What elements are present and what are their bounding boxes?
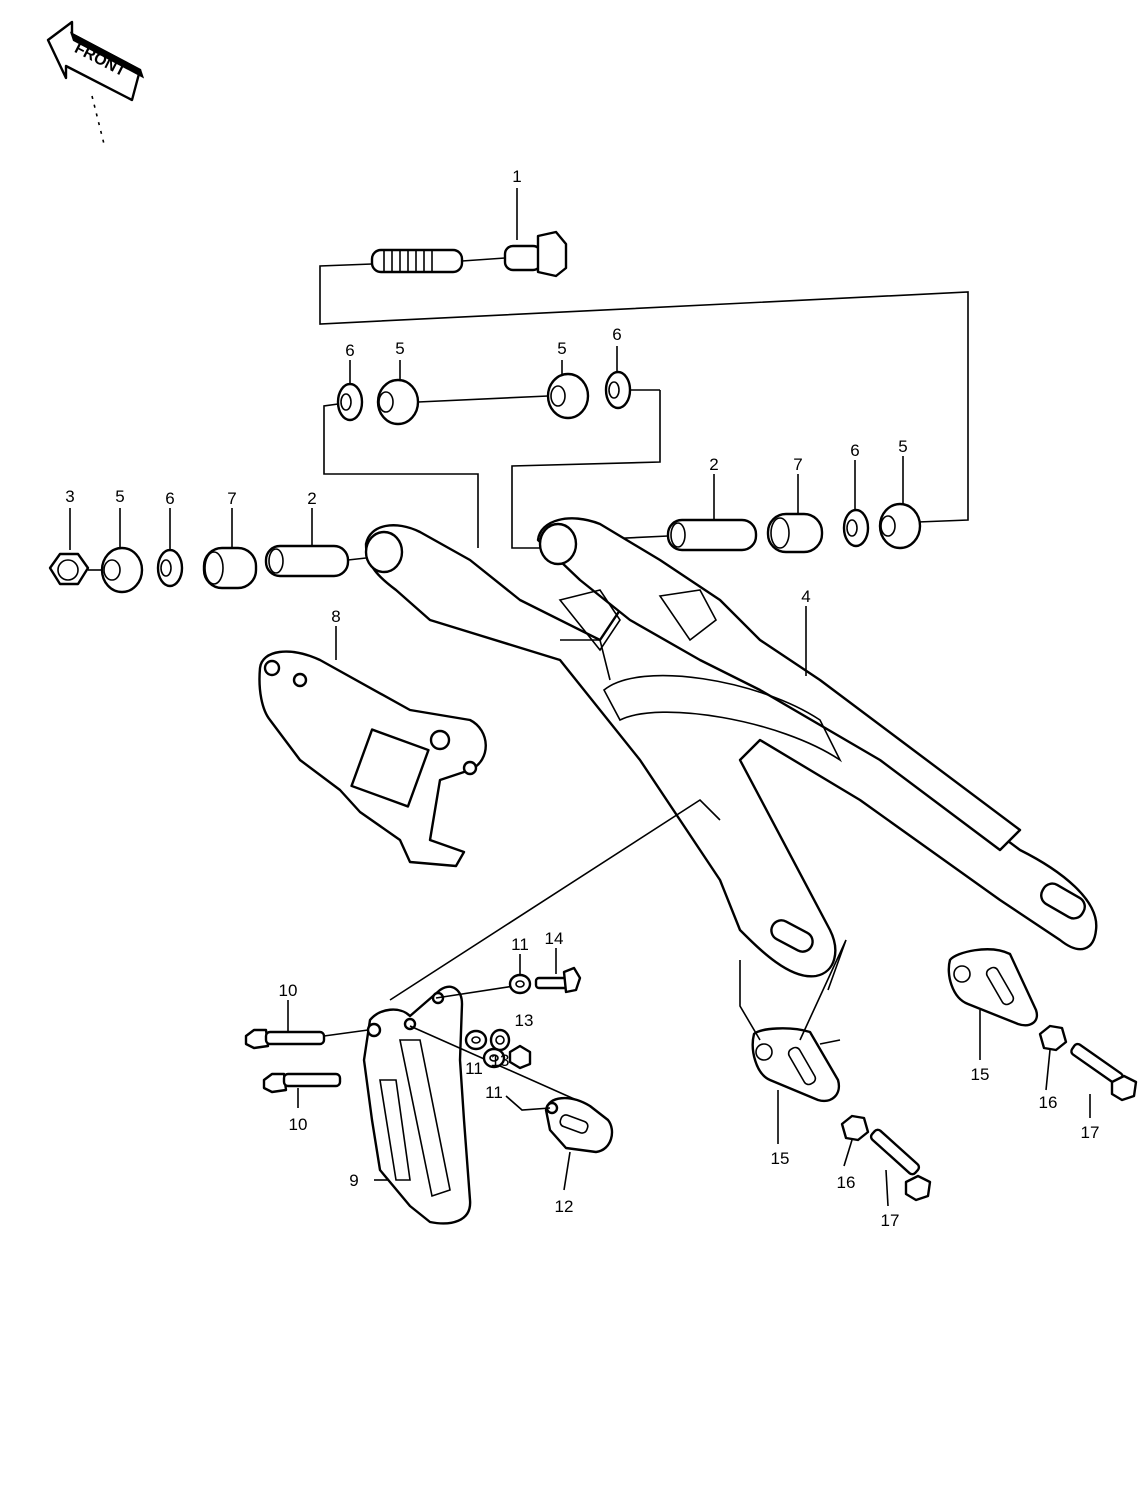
callout-10: 10: [279, 981, 298, 1000]
callout-5: 5: [395, 339, 404, 358]
adjuster-bolt-left-part: [869, 1128, 932, 1202]
bolt-lower-part: [262, 1072, 342, 1094]
adjuster-nut-right-part: [1038, 1024, 1068, 1052]
callout-9: 9: [349, 1171, 358, 1190]
callout-1: 1: [512, 167, 521, 186]
upper-bushing-set: [323, 370, 661, 549]
callout-3: 3: [65, 487, 74, 506]
callout-11: 11: [511, 935, 529, 954]
callout-2: 2: [709, 455, 718, 474]
chain-guide-part: [362, 985, 472, 1225]
pivot-shaft-part: [370, 230, 568, 278]
chain-adjuster-right-part: [947, 948, 1039, 1027]
callout-6: 6: [850, 441, 859, 460]
callout-leaders: [69, 188, 1091, 1207]
adjuster-nut-left-part: [840, 1114, 870, 1142]
chain-adjuster-left-part: [739, 939, 847, 1103]
front-arrow-icon: FRONT: [46, 20, 145, 145]
callout-5: 5: [898, 437, 907, 456]
washer-nut-set: [464, 966, 582, 1070]
callout-14: 14: [545, 929, 564, 948]
callout-5: 5: [115, 487, 124, 506]
callout-17: 17: [881, 1211, 900, 1230]
callout-15: 15: [771, 1149, 790, 1168]
callout-16: 16: [1039, 1093, 1058, 1112]
callout-17: 17: [1081, 1123, 1100, 1142]
callout-6: 6: [345, 341, 354, 360]
callout-6: 6: [165, 489, 174, 508]
callout-6: 6: [612, 325, 621, 344]
adjuster-bolt-right-part: [1070, 1042, 1138, 1102]
spacer-plate-part: [505, 1095, 614, 1154]
callout-16: 16: [837, 1173, 856, 1192]
callout-2: 2: [307, 489, 316, 508]
bolt-upper-part: [244, 1028, 369, 1050]
swing-arm-part: [364, 517, 1098, 978]
callout-7: 7: [227, 489, 236, 508]
callout-13: 13: [515, 1011, 534, 1030]
callout-5: 5: [557, 339, 566, 358]
callout-13: 13: [491, 1051, 510, 1070]
callout-11: 11: [485, 1083, 503, 1102]
callout-numbers: 1 6 5 5 6 3 5 6 7 2 2 7 6 5 4 8 9 10 10 …: [65, 167, 1099, 1230]
callout-12: 12: [555, 1197, 574, 1216]
callout-11: 11: [465, 1059, 483, 1078]
callout-15: 15: [971, 1065, 990, 1084]
chain-slipper-part: [258, 650, 487, 868]
callout-8: 8: [331, 607, 340, 626]
left-bushing-set: [48, 544, 367, 594]
callout-10: 10: [289, 1115, 308, 1134]
callout-7: 7: [793, 455, 802, 474]
callout-4: 4: [801, 587, 810, 606]
